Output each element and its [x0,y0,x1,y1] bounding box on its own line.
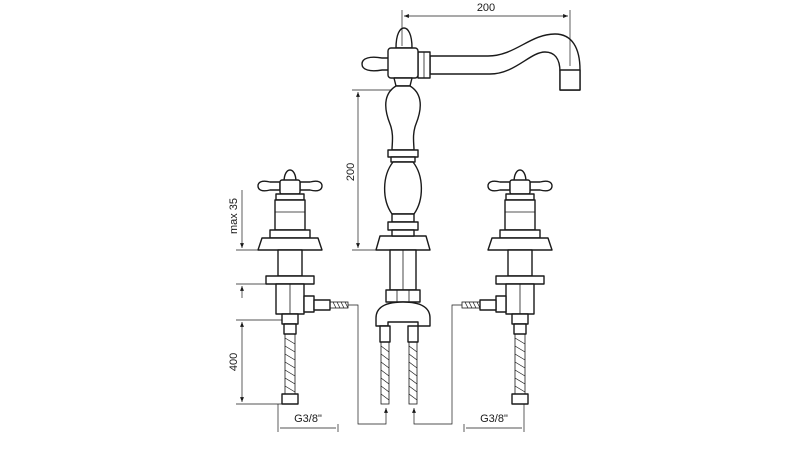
dim-hose-length: 400 [228,319,282,405]
right-escutcheon [487,237,553,251]
dim-handle-max: max 35 [228,190,266,298]
spout-column [385,85,421,151]
connection-lines [348,304,462,425]
left-hose-nut [281,393,299,405]
dim-thread-left: G3/8" [277,404,339,432]
spout-outlet [559,69,581,91]
dim-label-max: max 35 [228,198,240,234]
dim-spout-reach: 200 [401,2,571,66]
dim-thread-right: G3/8" [463,404,525,432]
left-valve [257,169,349,405]
dim-label-hose: 400 [228,353,240,371]
dim-spout-height: 200 [345,89,392,251]
dim-label-thread-right: G3/8" [480,413,508,425]
dim-label-height: 200 [345,163,357,181]
column-ring-1 [387,149,419,158]
right-handle [487,180,553,192]
center-spout [361,27,581,405]
spout-hoses [380,341,418,405]
spout-arm [429,33,581,91]
right-valve [461,169,553,405]
spout-head [387,47,419,79]
dim-label-thread-left: G3/8" [294,413,322,425]
dim-label-reach: 200 [477,2,495,14]
left-escutcheon [257,237,323,251]
spout-lever [361,56,393,72]
spout-base [375,235,431,251]
right-hose-nut [511,393,529,405]
left-handle [257,180,323,192]
right-lock-nut [495,275,545,285]
left-lock-nut [265,275,315,285]
spout-tee [375,301,431,327]
